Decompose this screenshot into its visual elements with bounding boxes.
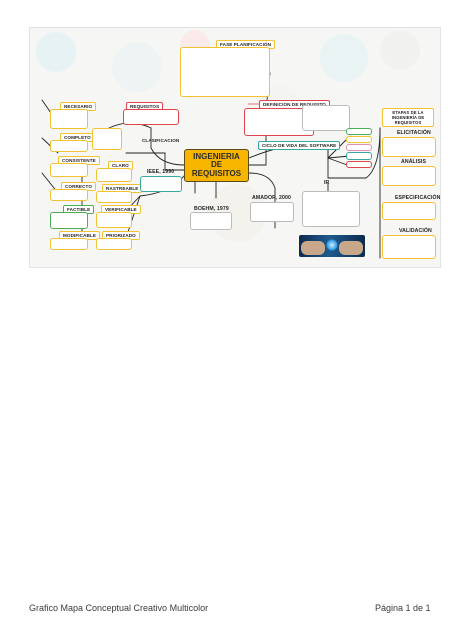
hand-image (339, 241, 363, 255)
node-ir: IR (324, 180, 330, 186)
requisitos-description (123, 109, 179, 125)
consistente-description (50, 163, 88, 177)
amador-description (250, 202, 294, 222)
node-ieee: IEEE, 1990 (147, 169, 175, 175)
footer-page-number: Página 1 de 1 (375, 603, 431, 613)
elicitacion-description (382, 137, 436, 157)
node-etapas: ETAPAS DE LA INGENIERÍA DE REQUISITOS (382, 108, 434, 127)
glow-icon (326, 239, 338, 251)
stage-chip (346, 144, 372, 151)
verificable-description (96, 212, 132, 228)
stage-chip (346, 136, 372, 143)
ieee-description (140, 176, 182, 192)
label-clasificacion: CLASIFICACION (142, 138, 180, 143)
node-especificacion: ESPECIFICACIÓN (395, 195, 441, 201)
node-validacion: VALIDACIÓN (399, 228, 432, 234)
necesario-description (50, 109, 88, 129)
modificable-description (50, 238, 88, 250)
node-ciclo-vida: CICLO DE VIDA DEL SOFTWARE (258, 141, 341, 150)
central-topic: INGENIERIA DE REQUISITOS (184, 149, 249, 182)
footer-document-title: Grafico Mapa Conceptual Creativo Multico… (29, 603, 209, 613)
node-boehm: BOEHM, 1979 (194, 206, 229, 212)
factible-description (50, 212, 88, 229)
decor-circle (320, 34, 368, 82)
priorizado-description (96, 238, 132, 250)
especificacion-description (382, 202, 436, 220)
stage-chip (346, 152, 372, 160)
requisitos-types-box (92, 128, 122, 150)
decor-circle (112, 42, 162, 92)
completo-description (50, 140, 88, 152)
stage-chip (346, 128, 372, 135)
node-analisis: ANÁLISIS (401, 159, 427, 165)
claro-description (96, 168, 132, 182)
rastreable-description (96, 191, 132, 203)
hand-image (301, 241, 325, 255)
ir-steps-list (302, 191, 360, 227)
technology-photo (299, 235, 365, 257)
ir-description (302, 105, 350, 131)
correcto-description (50, 189, 88, 201)
validacion-description (382, 235, 436, 259)
concept-map: INGENIERIA DE REQUISITOS NECESARIO COMPL… (29, 27, 441, 268)
fase-planificacion-description (180, 47, 270, 97)
boehm-description (190, 212, 232, 230)
stage-chip (346, 161, 372, 168)
decor-circle (380, 30, 420, 70)
node-elicitacion: ELICITACIÓN (397, 130, 431, 136)
node-amador: AMADOR, 2000 (252, 195, 291, 201)
decor-circle (36, 32, 76, 72)
analisis-description (382, 166, 436, 186)
